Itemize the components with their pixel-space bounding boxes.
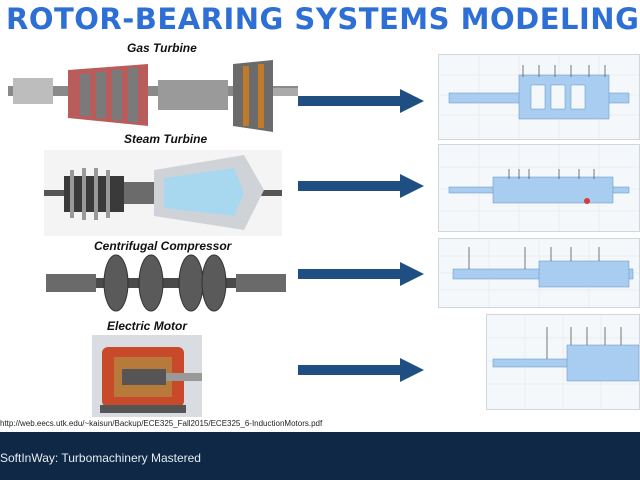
arrow-gas-turbine — [298, 89, 424, 113]
centrifugal-compressor-rotor-model — [438, 238, 640, 308]
footer-text: SoftInWay: Turbomachinery Mastered — [0, 451, 201, 465]
centrifugal-compressor-label: Centrifugal Compressor — [94, 239, 232, 253]
steam-turbine-rotor-model — [438, 144, 640, 232]
electric-motor-label: Electric Motor — [107, 319, 188, 333]
arrow-steam-turbine — [298, 174, 424, 198]
source-url: http://web.eecs.utk.edu/~kaisun/Backup/E… — [0, 419, 323, 428]
electric-motor-image — [92, 335, 202, 417]
arrow-centrifugal-compressor — [298, 262, 424, 286]
steam-turbine-image — [44, 150, 282, 236]
centrifugal-compressor-image — [46, 254, 286, 312]
gas-turbine-image — [8, 60, 298, 132]
gas-turbine-rotor-model — [438, 54, 640, 140]
gas-turbine-label: Gas Turbine — [127, 41, 197, 55]
electric-motor-rotor-model — [486, 314, 640, 410]
footer-bar: SoftInWay: Turbomachinery Mastered — [0, 432, 640, 480]
arrow-electric-motor — [298, 358, 424, 382]
steam-turbine-label: Steam Turbine — [124, 132, 208, 146]
slide-title: ROTOR-BEARING SYSTEMS MODELING — [6, 2, 640, 36]
